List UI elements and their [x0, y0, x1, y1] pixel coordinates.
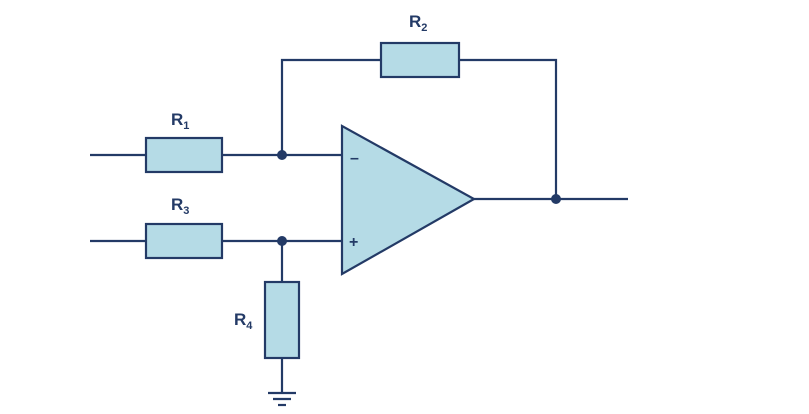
junction-output-node	[551, 194, 561, 204]
feedback-left-wire	[280, 58, 381, 155]
inverting-input-sign: –	[350, 150, 359, 167]
op-amp-triangle	[340, 124, 477, 276]
feedback-right-wire	[459, 58, 558, 199]
resistor-r1	[144, 136, 224, 174]
label-r1: R1	[171, 110, 189, 132]
resistor-r3	[144, 222, 224, 260]
ground-icon	[268, 391, 296, 407]
resistor-r4	[263, 280, 301, 360]
noninverting-input-sign: +	[349, 234, 358, 251]
junction-noninverting-node	[277, 236, 287, 246]
label-r3: R3	[171, 195, 189, 217]
label-r2: R2	[409, 12, 427, 34]
junction-inverting-node	[277, 150, 287, 160]
resistor-r2	[379, 41, 461, 79]
label-r4: R4	[234, 310, 253, 332]
